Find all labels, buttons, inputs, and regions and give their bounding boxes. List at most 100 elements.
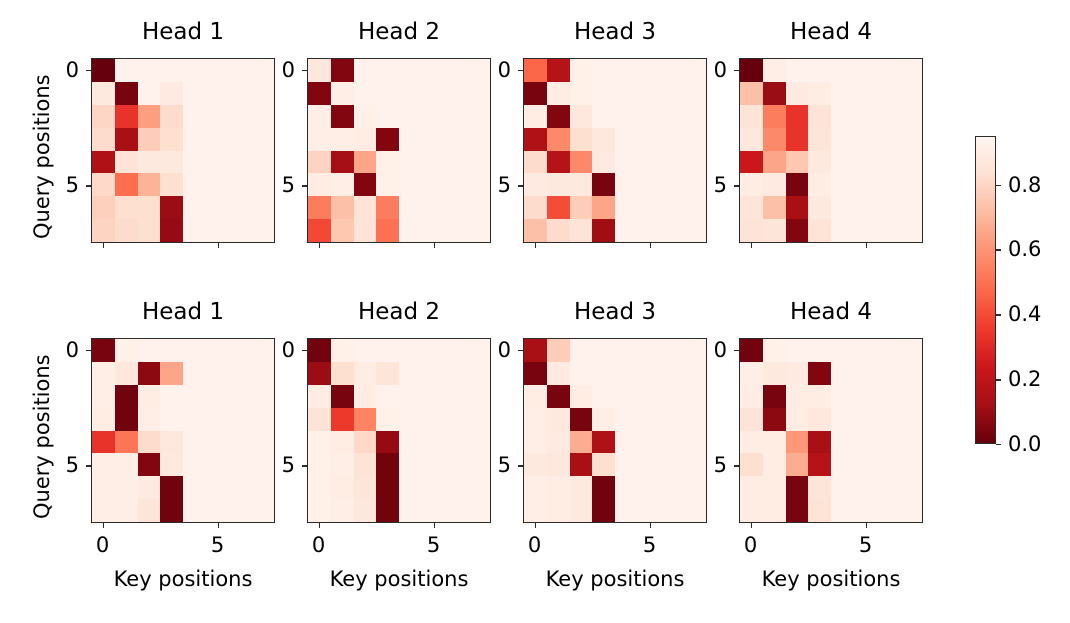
x-tick-mark [433, 243, 435, 248]
heatmap-cell [160, 430, 183, 454]
heatmap-cell [899, 219, 922, 242]
y-tick-mark [734, 349, 739, 351]
heatmap-cell [92, 104, 115, 128]
heatmap-cell [899, 339, 922, 362]
heatmap-cell [467, 150, 490, 174]
heatmap-cell [853, 339, 877, 362]
heatmap-cell [376, 81, 399, 105]
heatmap-cell [808, 219, 831, 242]
heatmap-cell [831, 219, 854, 242]
heatmap-cell [569, 339, 593, 362]
y-tick-mark [302, 69, 307, 71]
heatmap-cell [92, 219, 115, 242]
heatmap-cell [92, 339, 115, 362]
heatmap-cell [524, 196, 547, 220]
heatmap-cell [569, 384, 593, 408]
panel-title: Head 3 [573, 19, 657, 45]
heatmap-cell [228, 173, 252, 197]
heatmap-cell [683, 499, 706, 522]
heatmap-cell [330, 499, 354, 522]
heatmap-cell [524, 453, 547, 477]
heatmap-cell [637, 104, 661, 128]
heatmap-cell [637, 384, 661, 408]
heatmap-cell [114, 127, 138, 151]
heatmap-cell [251, 150, 274, 174]
heatmap-cell [637, 339, 661, 362]
heatmap-cell [228, 339, 252, 362]
y-tick-label: 5 [65, 453, 79, 478]
y-tick-mark [86, 349, 91, 351]
heatmap-cell [137, 104, 161, 128]
heatmap-cell [592, 104, 615, 128]
x-tick-mark [102, 243, 104, 248]
heatmap-cell [92, 81, 115, 105]
heatmap-cell [899, 81, 922, 105]
colorbar-tick-mark [996, 249, 1001, 251]
heatmap-image [739, 338, 923, 523]
heatmap-cell [308, 219, 331, 242]
heatmap-cell [569, 81, 593, 105]
heatmap-cell [592, 196, 615, 220]
heatmap-cell [114, 150, 138, 174]
heatmap-cell [831, 407, 854, 431]
heatmap-cell [205, 499, 229, 522]
heatmap-cell [330, 104, 354, 128]
heatmap-cell [308, 59, 331, 82]
heatmap-cell [467, 361, 490, 385]
heatmap-cell [92, 196, 115, 220]
heatmap-cell [762, 453, 786, 477]
heatmap-cell [740, 219, 763, 242]
heatmap-cell [228, 104, 252, 128]
heatmap-cell [546, 104, 570, 128]
heatmap-cell [137, 81, 161, 105]
heatmap-cell [569, 407, 593, 431]
heatmap-cell [92, 384, 115, 408]
heatmap-cell [524, 407, 547, 431]
heatmap-cell [899, 384, 922, 408]
heatmap-cell [183, 59, 206, 82]
heatmap-cell [467, 219, 490, 242]
heatmap-cell [228, 384, 252, 408]
heatmap-cell [592, 499, 615, 522]
heatmap-cell [740, 384, 763, 408]
heatmap-cell [160, 499, 183, 522]
heatmap-cell [762, 476, 786, 500]
y-tick-mark [518, 349, 523, 351]
heatmap-cell [546, 173, 570, 197]
heatmap-cell [876, 407, 900, 431]
colorbar-gradient [975, 136, 996, 444]
y-tick-label: 5 [497, 173, 511, 198]
heatmap-cell [660, 361, 684, 385]
heatmap-cell [399, 196, 422, 220]
heatmap-cell [160, 361, 183, 385]
heatmap-cell [740, 104, 763, 128]
heatmap-cell [740, 499, 763, 522]
heatmap-cell [353, 81, 377, 105]
heatmap-cell [808, 453, 831, 477]
heatmap-cell [831, 104, 854, 128]
heatmap-cell [467, 59, 490, 82]
heatmap-cell [160, 59, 183, 82]
heatmap-cell [421, 476, 445, 500]
heatmap-cell [546, 453, 570, 477]
heatmap-cell [569, 361, 593, 385]
heatmap-cell [876, 150, 900, 174]
heatmap-cell [421, 361, 445, 385]
heatmap-cell [831, 476, 854, 500]
x-tick-mark [534, 523, 536, 528]
heatmap-cell [592, 453, 615, 477]
y-tick-mark [734, 185, 739, 187]
heatmap-cell [637, 476, 661, 500]
heatmap-cell [308, 453, 331, 477]
heatmap-cell [660, 59, 684, 82]
heatmap-cell [183, 104, 206, 128]
heatmap-cell [615, 81, 638, 105]
heatmap-cell [637, 499, 661, 522]
heatmap-cell [899, 104, 922, 128]
heatmap-cell [92, 173, 115, 197]
heatmap-cell [421, 196, 445, 220]
x-axis-label: Key positions [545, 567, 685, 591]
heatmap-cell [251, 361, 274, 385]
heatmap-cell [444, 219, 468, 242]
heatmap-cell [160, 127, 183, 151]
